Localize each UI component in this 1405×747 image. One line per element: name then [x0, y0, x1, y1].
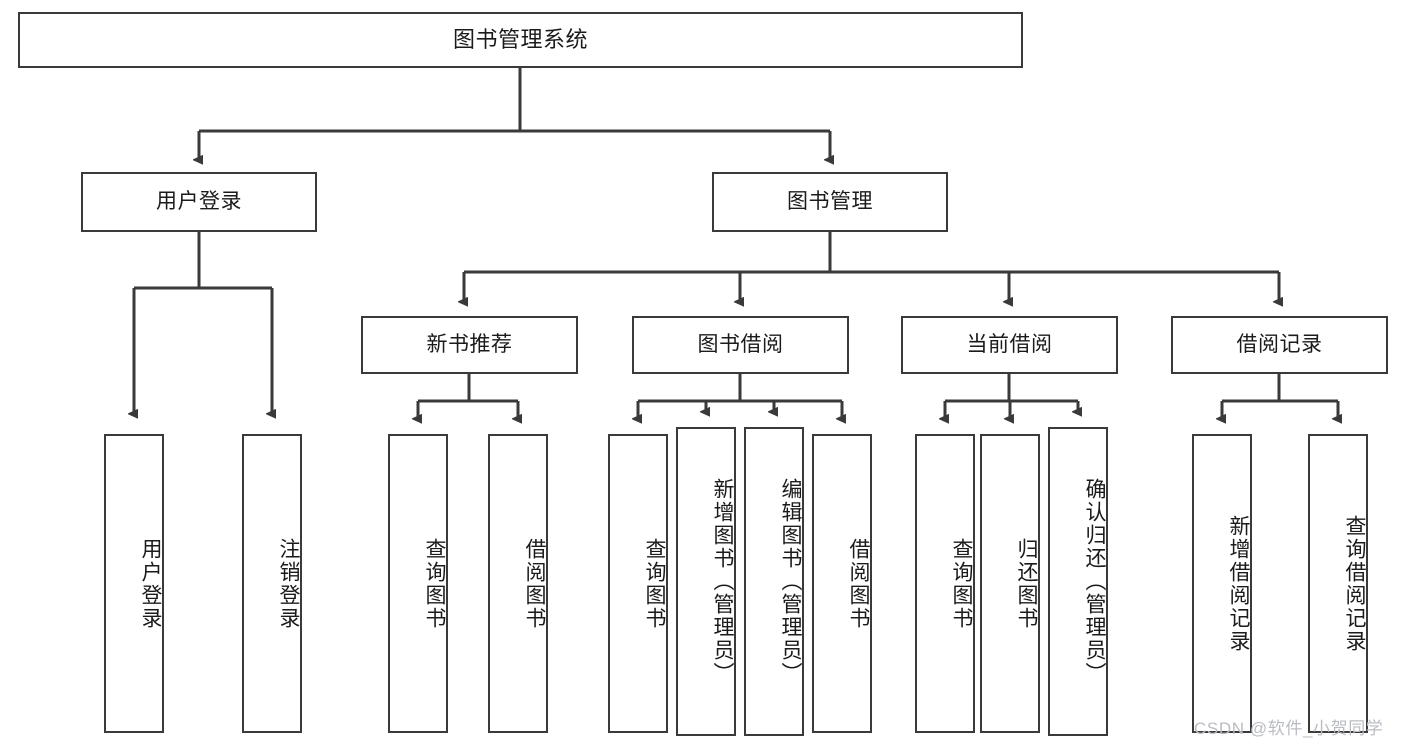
node-leaf-query-book-3-label: 查询图书 — [950, 537, 973, 630]
node-leaf-add-borrow-record[interactable]: 新增借阅记录 — [1192, 434, 1252, 733]
node-borrow-record[interactable]: 借阅记录 — [1171, 316, 1388, 374]
node-book-borrow-label: 图书借阅 — [697, 332, 784, 356]
node-leaf-query-borrow-record-label: 查询借阅记录 — [1343, 514, 1366, 653]
node-leaf-query-book-1-label: 查询图书 — [423, 537, 446, 630]
node-leaf-user-login[interactable]: 用户登录 — [104, 434, 164, 733]
node-leaf-user-login-label: 用户登录 — [139, 537, 162, 630]
node-leaf-borrow-book-1-label: 借阅图书 — [523, 537, 546, 630]
node-leaf-borrow-book-2-label: 借阅图书 — [847, 537, 870, 630]
node-root-label: 图书管理系统 — [452, 27, 588, 53]
node-leaf-borrow-book-2[interactable]: 借阅图书 — [812, 434, 872, 733]
node-leaf-query-borrow-record[interactable]: 查询借阅记录 — [1308, 434, 1368, 733]
node-leaf-query-book-1[interactable]: 查询图书 — [388, 434, 448, 733]
node-leaf-edit-book-admin[interactable]: 编辑图书（管理员） — [744, 427, 804, 736]
node-leaf-logout-login[interactable]: 注销登录 — [242, 434, 302, 733]
node-leaf-edit-book-admin-label: 编辑图书（管理员） — [779, 478, 802, 685]
node-leaf-query-book-2-label: 查询图书 — [643, 537, 666, 630]
node-leaf-return-book-label: 归还图书 — [1015, 537, 1038, 630]
node-leaf-confirm-return-admin-label: 确认归还（管理员） — [1083, 478, 1106, 685]
node-leaf-query-book-3[interactable]: 查询图书 — [915, 434, 975, 733]
node-leaf-confirm-return-admin[interactable]: 确认归还（管理员） — [1048, 427, 1108, 736]
node-current-borrow-label: 当前借阅 — [966, 332, 1053, 356]
node-leaf-query-book-2[interactable]: 查询图书 — [608, 434, 668, 733]
node-leaf-add-book-admin-label: 新增图书（管理员） — [711, 478, 734, 685]
node-leaf-add-borrow-record-label: 新增借阅记录 — [1227, 514, 1250, 653]
node-book-manage[interactable]: 图书管理 — [712, 172, 948, 232]
node-new-book-recommend-label: 新书推荐 — [426, 332, 513, 356]
node-leaf-logout-login-label: 注销登录 — [277, 537, 300, 630]
node-new-book-recommend[interactable]: 新书推荐 — [361, 316, 578, 374]
node-current-borrow[interactable]: 当前借阅 — [901, 316, 1118, 374]
watermark-text: CSDN @软件_小贺同学 — [1194, 719, 1384, 738]
node-user-login[interactable]: 用户登录 — [81, 172, 317, 232]
node-leaf-return-book[interactable]: 归还图书 — [980, 434, 1040, 733]
node-root[interactable]: 图书管理系统 — [18, 12, 1023, 68]
node-borrow-record-label: 借阅记录 — [1236, 332, 1323, 356]
node-book-manage-label: 图书管理 — [787, 189, 873, 213]
node-book-borrow[interactable]: 图书借阅 — [632, 316, 849, 374]
node-leaf-borrow-book-1[interactable]: 借阅图书 — [488, 434, 548, 733]
node-user-login-label: 用户登录 — [156, 189, 242, 213]
node-leaf-add-book-admin[interactable]: 新增图书（管理员） — [676, 427, 736, 736]
